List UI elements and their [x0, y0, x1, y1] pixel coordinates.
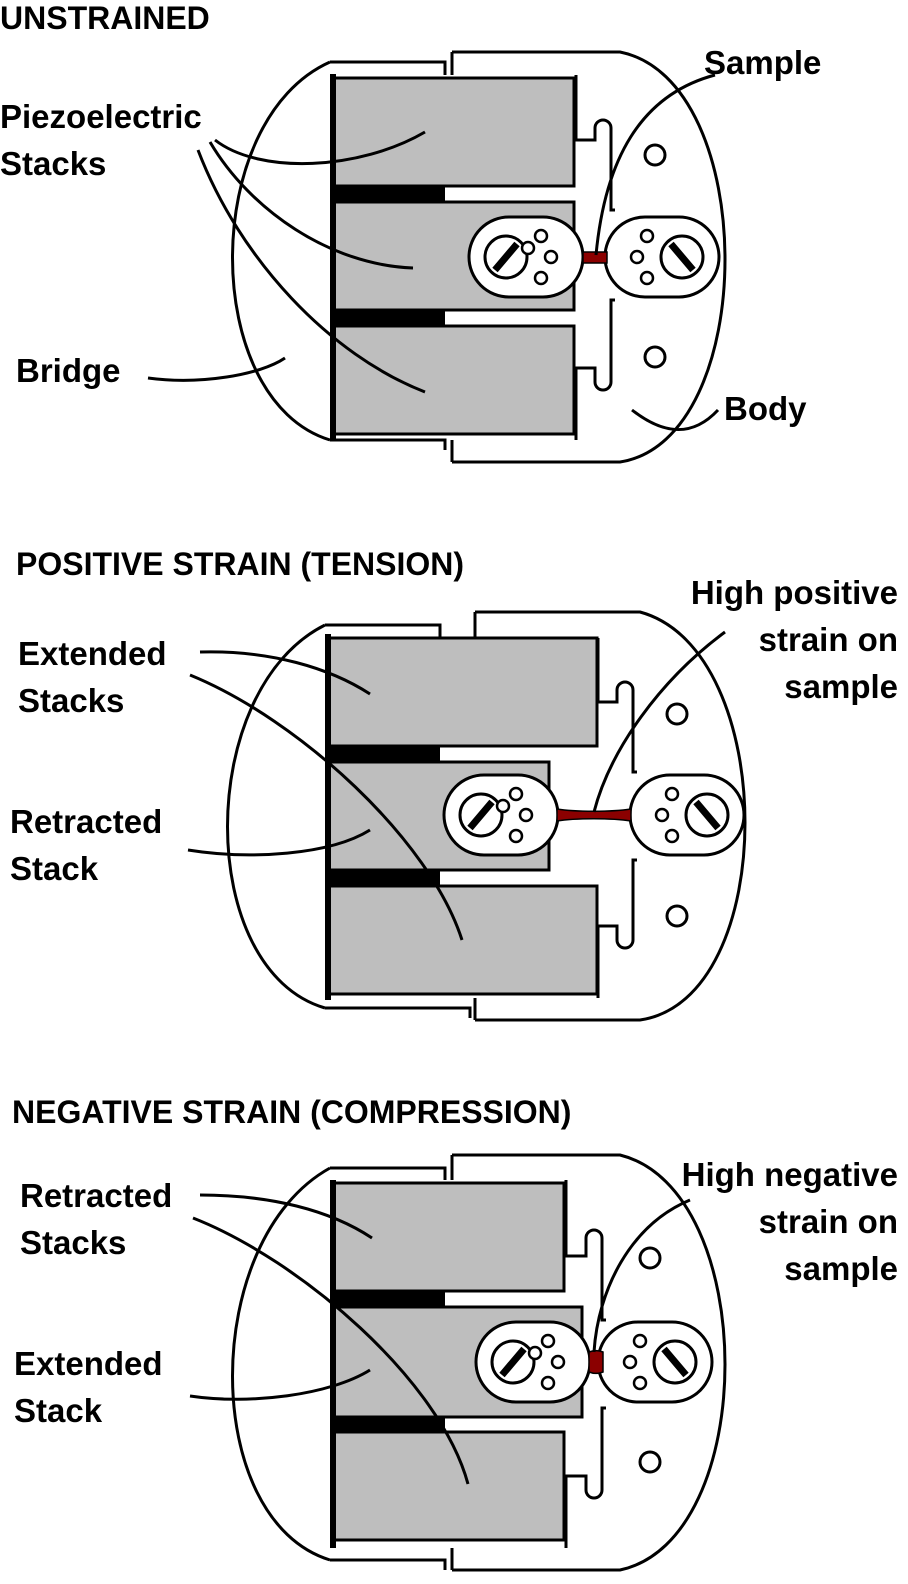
label-high-negative-2: strain on [758, 1203, 898, 1240]
label-piezoelectric: Piezoelectric [0, 98, 202, 135]
label-extended-stack-2: Stack [14, 1392, 103, 1429]
label-retracted-stacks-1: Retracted [20, 1177, 173, 1214]
label-high-negative-1: High negative [681, 1156, 898, 1193]
panel-title-positive-strain: POSITIVE STRAIN (TENSION) [16, 546, 465, 582]
label-high-negative-3: sample [784, 1250, 898, 1287]
diagram-negative-strain [189, 1153, 727, 1572]
label-stacks: Stacks [0, 145, 107, 182]
label-retracted-stacks-2: Stacks [20, 1224, 127, 1261]
label-sample: Sample [704, 44, 822, 81]
label-high-positive-1: High positive [690, 574, 898, 611]
label-retracted-1: Retracted [10, 803, 163, 840]
label-extended-2: Stacks [18, 682, 125, 719]
diagram-unstrained [147, 50, 727, 464]
stack-bottom [332, 324, 576, 436]
label-high-positive-3: sample [784, 668, 898, 705]
label-extended-stack-1: Extended [14, 1345, 163, 1382]
sample-compressed [588, 1349, 604, 1375]
panel-title-negative-strain: NEGATIVE STRAIN (COMPRESSION) [12, 1094, 572, 1130]
body-outline [452, 50, 727, 464]
diagram-positive-strain [187, 610, 745, 1022]
panel-title-unstrained: UNSTRAINED [0, 0, 210, 36]
label-body: Body [724, 390, 807, 427]
label-extended-1: Extended [18, 635, 167, 672]
label-retracted-2: Stack [10, 850, 99, 887]
stack-top [332, 76, 576, 188]
label-high-positive-2: strain on [758, 621, 898, 658]
sample-stretched [556, 808, 632, 822]
label-bridge: Bridge [16, 352, 121, 389]
bridge-outline [231, 60, 331, 442]
